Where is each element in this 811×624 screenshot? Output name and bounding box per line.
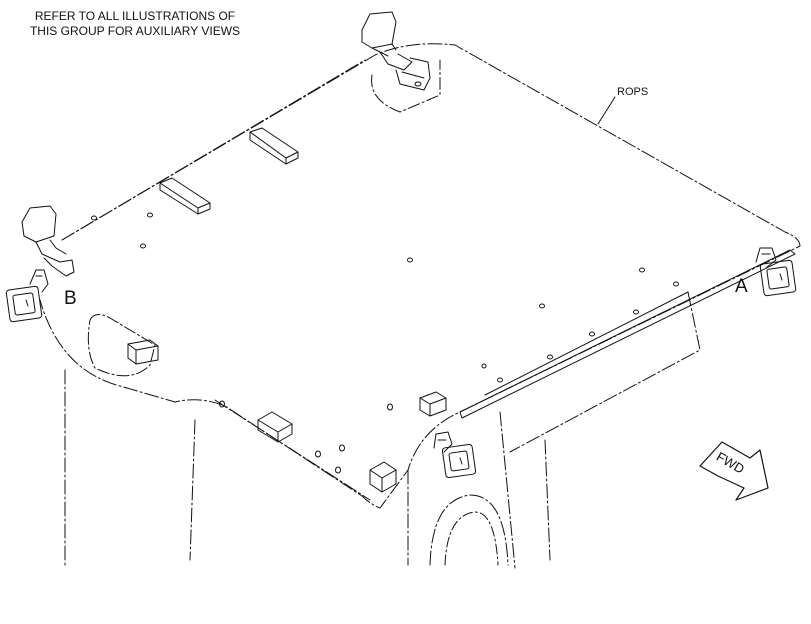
mounting-block-5 xyxy=(419,391,447,417)
view-b-label: B xyxy=(64,288,77,309)
rops-right-outer-post xyxy=(544,439,551,561)
rear-work-light xyxy=(361,11,431,91)
rops-left-window xyxy=(87,314,156,377)
mounting-block-6 xyxy=(369,461,397,493)
roof-holes xyxy=(91,212,679,474)
rops-wheel-arch xyxy=(429,494,509,566)
rops-top-cutout xyxy=(371,59,441,113)
rops-side-rail xyxy=(484,291,689,396)
left-work-light xyxy=(21,205,75,277)
rops-right-post xyxy=(499,411,516,569)
rops-leader-line xyxy=(597,96,616,125)
rops-rear-edge xyxy=(61,59,366,241)
auxiliary-views-note: REFER TO ALL ILLUSTRATIONS OF THIS GROUP… xyxy=(10,9,260,39)
note-line-2: THIS GROUP FOR AUXILIARY VIEWS xyxy=(29,24,241,38)
mounting-block-4 xyxy=(257,411,293,443)
rops-roof-outline xyxy=(39,43,801,509)
mounting-block-1 xyxy=(249,127,299,165)
mounting-block-3 xyxy=(127,339,159,365)
mounting-block-2 xyxy=(159,177,211,215)
lamp-a xyxy=(755,247,797,297)
note-line-1: REFER TO ALL ILLUSTRATIONS OF xyxy=(34,9,236,23)
rops-rear-lower-edge xyxy=(214,399,371,501)
rops-left-inner-post xyxy=(189,419,196,561)
rops-label: ROPS xyxy=(617,86,648,98)
front-work-light xyxy=(433,431,477,479)
fwd-arrow xyxy=(699,441,769,501)
rops-right-panel xyxy=(509,291,701,453)
rops-front-lip xyxy=(459,249,796,419)
rops-wheel-arch-inner xyxy=(444,511,499,566)
lamp-b xyxy=(5,269,49,323)
view-a-label: A xyxy=(735,276,748,297)
